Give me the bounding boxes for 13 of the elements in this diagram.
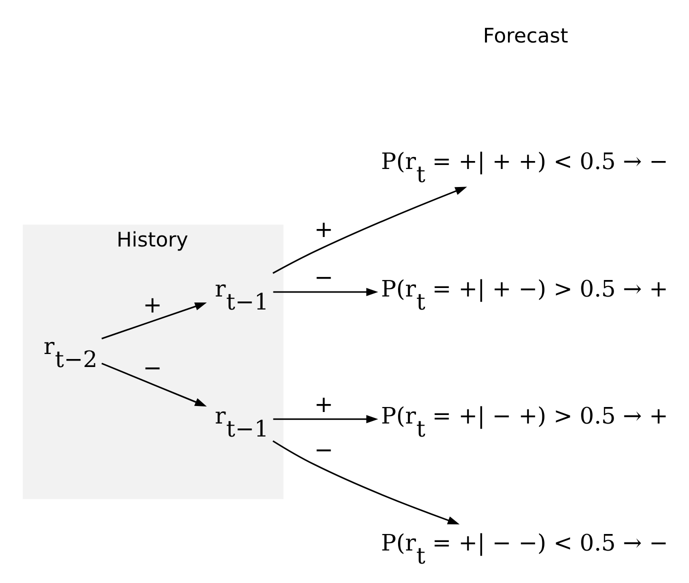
- arrow: [273, 414, 378, 423]
- arrow: [272, 186, 468, 274]
- edge-label: −: [314, 436, 334, 463]
- arrow: [272, 440, 460, 524]
- arrow: [273, 287, 378, 296]
- arrow: [101, 362, 207, 406]
- edge-label: −: [314, 264, 334, 290]
- edge-label: +: [314, 216, 334, 243]
- edge-label: +: [314, 392, 334, 418]
- arrow: [101, 302, 207, 339]
- edge-label: +: [143, 292, 162, 318]
- edge-label: −: [143, 355, 162, 382]
- label: Forecast: [482, 22, 568, 47]
